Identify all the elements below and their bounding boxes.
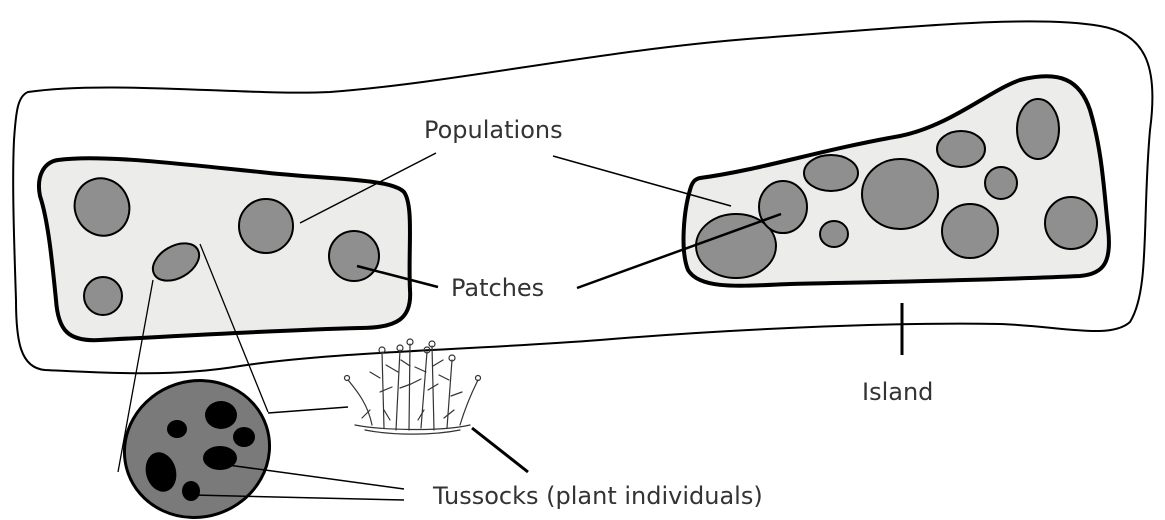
plant-leader: [472, 428, 528, 472]
patch: [937, 131, 985, 167]
patch: [759, 181, 807, 233]
patch: [1017, 99, 1059, 159]
populations-label: Populations: [424, 116, 563, 144]
patch: [84, 277, 122, 315]
tussock: [203, 446, 237, 470]
tussock: [205, 401, 237, 429]
patch: [820, 221, 848, 247]
patch: [942, 204, 998, 258]
tussocks-leader-1: [268, 407, 348, 413]
patches-label: Patches: [451, 274, 544, 302]
tussocks-label: Tussocks (plant individuals): [432, 482, 763, 510]
patch: [804, 155, 858, 191]
patch: [329, 231, 379, 281]
tussock: [182, 481, 200, 501]
patch: [1045, 197, 1097, 249]
tussock: [233, 427, 255, 447]
island-label: Island: [862, 378, 933, 406]
patch: [985, 167, 1017, 199]
patch: [862, 159, 938, 229]
tussock: [167, 420, 187, 438]
patch: [239, 199, 293, 253]
